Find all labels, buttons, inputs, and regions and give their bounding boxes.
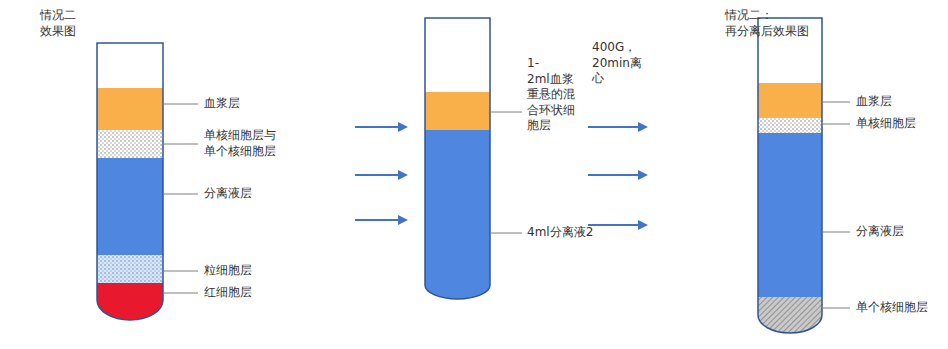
tube-two — [423, 15, 493, 305]
layer-label: 1-2ml血浆 重悬的混 合环状细 胞层 — [527, 56, 575, 134]
layer-label: 分离液层 — [856, 224, 904, 240]
title-text: 情况二 效果图 — [40, 8, 76, 39]
layer-label: 单核细胞层与 单个核细胞层 — [204, 128, 276, 159]
layer-label: 4ml分离液2 — [527, 225, 593, 241]
layer-label: 分离液层 — [204, 186, 252, 202]
layer-label: 红细胞层 — [204, 285, 252, 301]
layer-label: 血浆层 — [856, 94, 892, 110]
layer-label: 单个核细胞层 — [856, 300, 928, 316]
leader-lines — [163, 102, 850, 308]
title-text: 情况二：再分离后效果图 — [725, 8, 809, 39]
tube-one — [95, 40, 165, 323]
layer-label: 单核细胞层 — [856, 116, 916, 132]
tube-three — [756, 15, 826, 337]
process-arrows — [355, 127, 646, 225]
process-note: 400G， 20min离 心 — [592, 40, 642, 87]
layer-label: 粒细胞层 — [204, 263, 252, 279]
layer-label: 血浆层 — [204, 96, 240, 112]
